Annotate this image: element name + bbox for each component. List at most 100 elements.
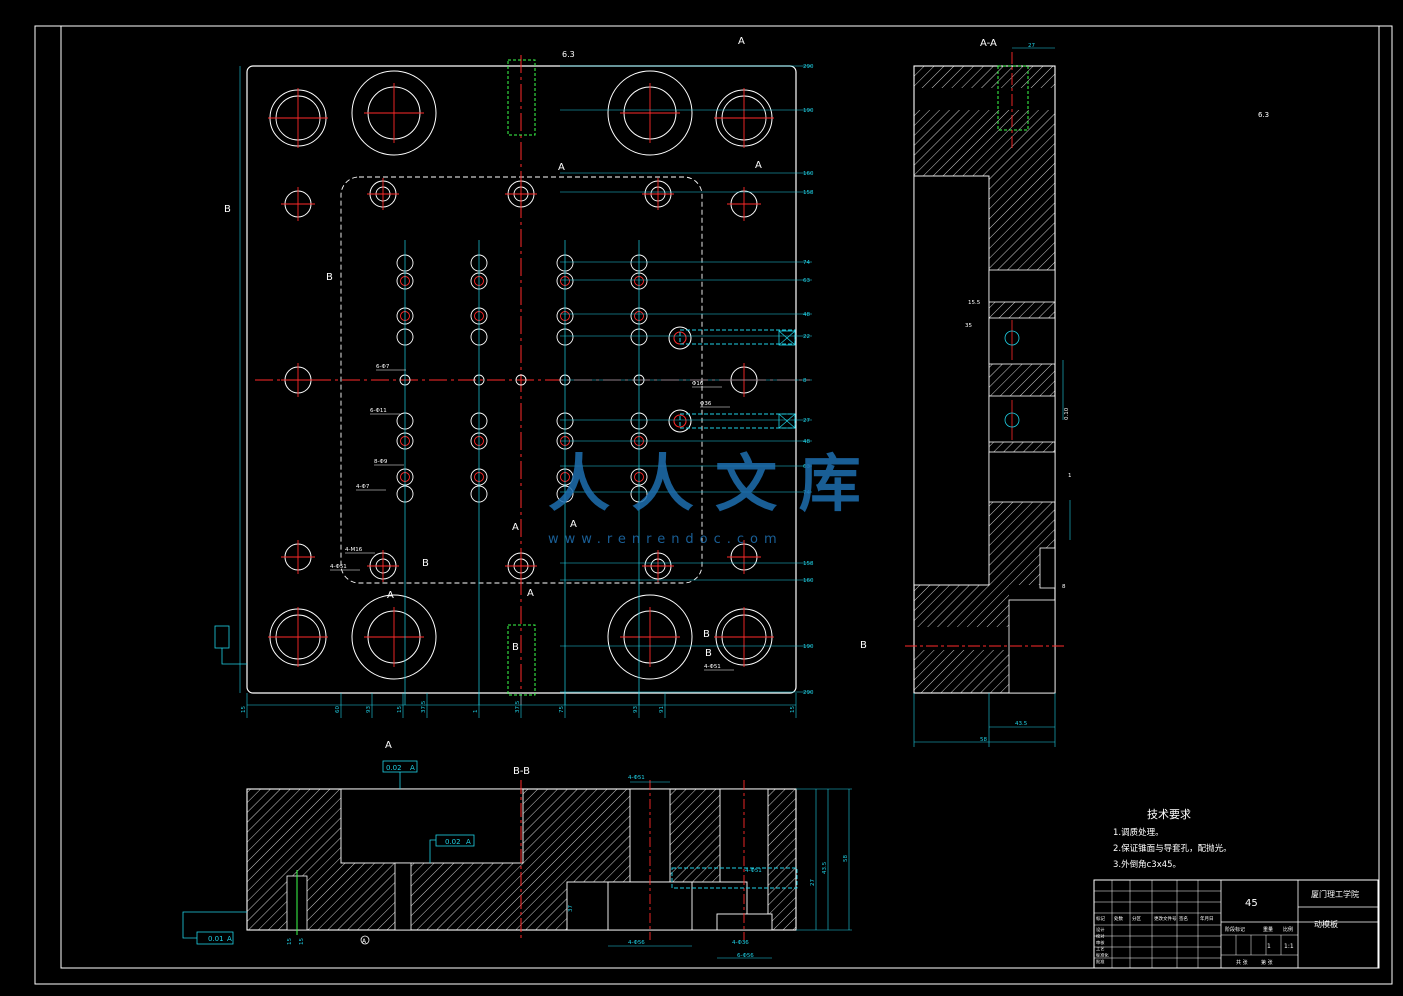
tb-scale: 1:1 — [1284, 943, 1294, 950]
bb-vertical-label: 43.5 — [822, 861, 828, 874]
tb-row-label: 审核 — [1096, 939, 1105, 946]
dim-bottom-label: 15 — [241, 706, 247, 713]
main-dimension-lines: 2901901601587463482282748637415816019029… — [239, 64, 814, 718]
cooling-plug-x — [778, 413, 796, 429]
aa-pocket — [913, 175, 990, 586]
cut-marker-a-base2: A — [527, 588, 534, 599]
hole-callout: 4-Φ7 — [356, 484, 370, 490]
cooling-channel-lower — [679, 413, 796, 429]
aa-dim-label-top: 27 — [1028, 43, 1035, 49]
datum-a-symbol — [360, 935, 370, 945]
main-holes-group — [268, 70, 796, 705]
dim-right-label: 158 — [803, 190, 814, 196]
hole-callout: 4-M16 — [345, 547, 363, 553]
dim-right-label: 22 — [803, 334, 810, 340]
aa-bore-1 — [988, 269, 1056, 303]
dim-right-label: 48 — [803, 439, 810, 445]
aa-callout-5: 8 — [1062, 584, 1066, 590]
cut-marker-a-right: A — [755, 160, 762, 171]
cooling-port-inner — [673, 414, 687, 428]
dim-right-label: 190 — [803, 108, 814, 114]
tolerance-frame-mid: 0.02 A — [429, 834, 475, 863]
aa-threaded-hole — [997, 65, 1029, 131]
tb-header-cell: 标记 — [1096, 915, 1105, 922]
dim-right-label: 48 — [803, 312, 810, 318]
cut-marker-b-base: B — [512, 642, 519, 653]
tolerance-frame-top: 0.02 A — [382, 760, 418, 789]
tech-requirements: 技术要求 1.调质处理。 2.保证锥面与导套孔，配抛光。 3.外倒角c3x45。 — [1113, 808, 1232, 870]
cut-marker-a-mid: A — [558, 162, 565, 173]
bb-callout-4: 4-Φ36 — [732, 940, 749, 946]
bb-callout-1: 4-Φ51 — [628, 775, 645, 781]
svg-text:A: A — [466, 838, 471, 846]
aa-callout-3: 1 — [1068, 473, 1072, 479]
cut-marker-a-top: A — [738, 36, 745, 47]
tb-footer-1: 共 张 — [1236, 959, 1248, 966]
dim-right-label: 74 — [803, 490, 810, 496]
aa-bore-4 — [988, 451, 1056, 503]
tb-row-label: 标准化 — [1096, 952, 1109, 959]
bb-view-title: B-B — [513, 766, 530, 777]
tb-header-cell: 处数 — [1114, 915, 1123, 922]
cut-marker-a-base: A — [387, 590, 394, 601]
tolerance-frame-left: 0.01 A — [182, 911, 247, 945]
hole-callout: 6-Φ7 — [376, 364, 390, 370]
tb-stage-3: 比例 — [1283, 926, 1293, 933]
bb-section-view: B-B 0.02 A 0.02 A 0.01 A — [182, 760, 852, 959]
dim-bottom-label: 37.5 — [515, 700, 521, 713]
bb-bottom-label-1: 15 — [287, 938, 293, 945]
hole-callout: 4-Φ51 — [330, 564, 347, 570]
flatness-frame-left — [214, 625, 230, 649]
cooling-plug-x — [778, 330, 796, 346]
cut-marker-a-low2: A — [570, 519, 577, 530]
dim-right-label: 63 — [803, 278, 810, 284]
watermark-text: 人 人 文 库 — [548, 447, 861, 520]
dim-bottom-label: 93 — [633, 706, 639, 713]
sprue-center-hole — [515, 374, 527, 386]
dim-right-label: 160 — [803, 171, 814, 177]
cut-marker-b-inner: B — [326, 272, 333, 283]
aa-cooling-hole-1 — [1004, 330, 1020, 346]
datum-a-label: A — [362, 938, 367, 945]
aa-bore-2 — [988, 317, 1056, 365]
tb-school: 厦门理工学院 — [1311, 889, 1359, 899]
hole-callout: Φ16 — [692, 381, 704, 387]
tech-item-2: 2.保证锥面与导套孔，配抛光。 — [1113, 843, 1232, 854]
main-plan-view: 2901901601587463482282748637415816019029… — [214, 36, 867, 751]
bb-vertical-label: 27 — [810, 879, 816, 886]
hole-callout: 6-Φ11 — [370, 408, 387, 414]
tech-title: 技术要求 — [1147, 808, 1191, 821]
svg-text:A: A — [227, 935, 232, 943]
top-threaded-hole — [507, 59, 536, 136]
cut-marker-a-low: A — [512, 522, 519, 533]
tb-header-cell: 签名 — [1179, 915, 1188, 922]
cut-marker-b-right1: B — [703, 629, 710, 640]
bb-ejector-hole — [394, 862, 412, 931]
guide-bush-hole-outer — [607, 70, 693, 156]
title-block: 标记处数分区更改文件号签名年月日设计校对审核工艺标准化批准 45 厦门理工学院 … — [1093, 879, 1379, 969]
dim-bottom-label: 75 — [559, 706, 565, 713]
aa-bore-3 — [988, 395, 1056, 443]
tb-part-name: 动模板 — [1314, 919, 1338, 929]
tech-item-3: 3.外倒角c3x45。 — [1113, 859, 1181, 870]
aa-hatch-top2 — [914, 110, 1055, 136]
hole-callout: 4-Φ51 — [704, 664, 721, 670]
bb-callout-5: 6-Φ56 — [737, 953, 754, 959]
tb-row-label: 工艺 — [1096, 946, 1104, 951]
cut-marker-b-low: B — [422, 558, 429, 569]
dim-right-label: 158 — [803, 561, 814, 567]
tb-stage-1: 阶段标记 — [1225, 926, 1245, 933]
dim-right-label: 8 — [803, 378, 807, 384]
aa-hatch-bottom2 — [914, 650, 1009, 693]
svg-text:0.02: 0.02 — [386, 764, 402, 772]
tb-header-cell: 年月日 — [1200, 915, 1214, 922]
cut-marker-b-far: B — [860, 640, 867, 651]
bb-callout-3: 4-Φ56 — [628, 940, 645, 946]
bb-pocket-left — [340, 788, 524, 864]
tech-item-1: 1.调质处理。 — [1113, 827, 1164, 838]
dim-right-label: 290 — [803, 690, 814, 696]
cooling-port-outer — [668, 326, 692, 350]
aa-step-mid — [1039, 547, 1056, 589]
